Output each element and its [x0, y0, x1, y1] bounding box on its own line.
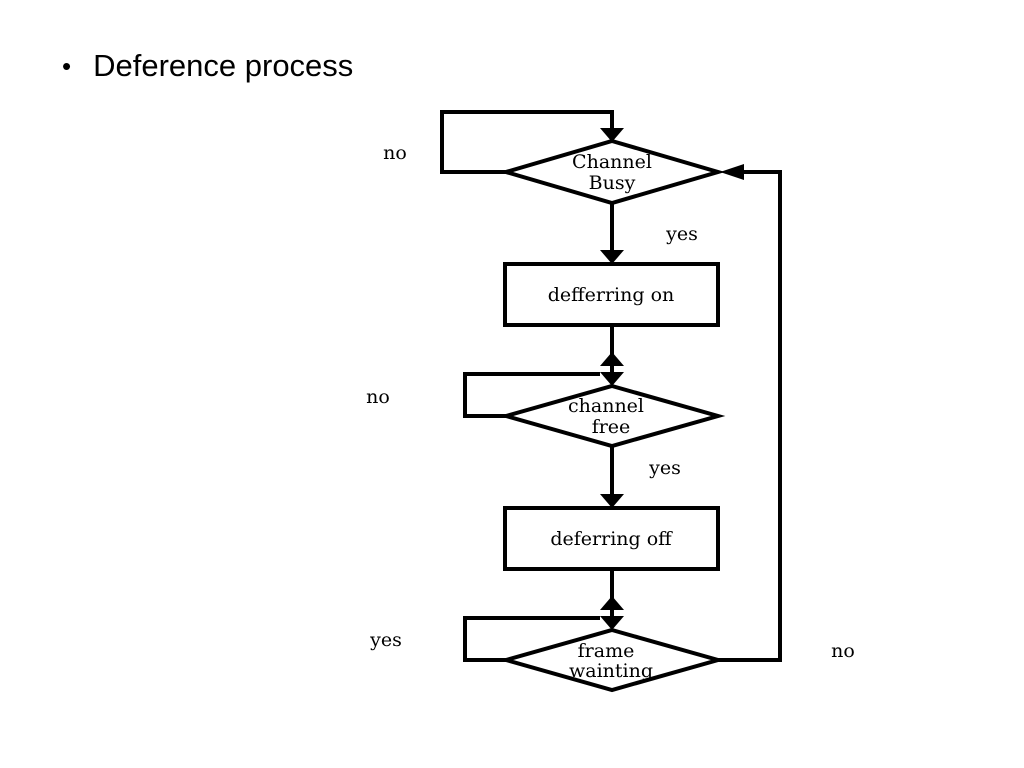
frame-no-label: no — [831, 640, 855, 662]
deferring-on-label: defferring on — [548, 284, 675, 306]
arrowhead-into-free — [600, 372, 624, 386]
slide-bullet-item: • Deference process — [62, 48, 353, 84]
frame-waiting-label-line1: frame — [578, 640, 635, 662]
frame-waiting-decision — [498, 627, 726, 693]
arrowhead-up-deferring-off — [600, 596, 624, 610]
slide-heading: Deference process — [93, 48, 354, 83]
deferring-on-box — [503, 262, 720, 327]
arrowhead-into-deferring-on — [600, 250, 624, 264]
free-no-label: no — [366, 386, 390, 408]
busy-no-loop-line — [440, 110, 614, 174]
deferring-off-box — [503, 506, 720, 571]
arrowhead-into-deferring-off — [600, 494, 624, 508]
bullet-dot: • — [62, 50, 72, 81]
frame-yes-loop-line — [463, 616, 600, 662]
arrowhead-return-busy — [720, 164, 744, 180]
busy-yes-label: yes — [665, 223, 698, 245]
channel-free-label-line2: free — [592, 416, 631, 438]
channel-busy-label-line1: Channel — [572, 151, 652, 173]
free-yes-label: yes — [648, 457, 681, 479]
frame-yes-label: yes — [369, 629, 402, 651]
arrowhead-into-frame — [600, 616, 624, 630]
arrowhead-into-busy — [600, 128, 624, 142]
channel-busy-label-line2: Busy — [589, 172, 636, 194]
frame-waiting-label-line2: wainting — [569, 660, 653, 682]
deferring-off-label: deferring off — [550, 528, 673, 550]
busy-no-label: no — [383, 142, 407, 164]
channel-free-label-line1: channel — [568, 395, 644, 417]
free-no-loop-line — [463, 372, 600, 418]
arrowhead-up-deferring-on — [600, 352, 624, 366]
frame-no-return-line — [718, 170, 782, 662]
